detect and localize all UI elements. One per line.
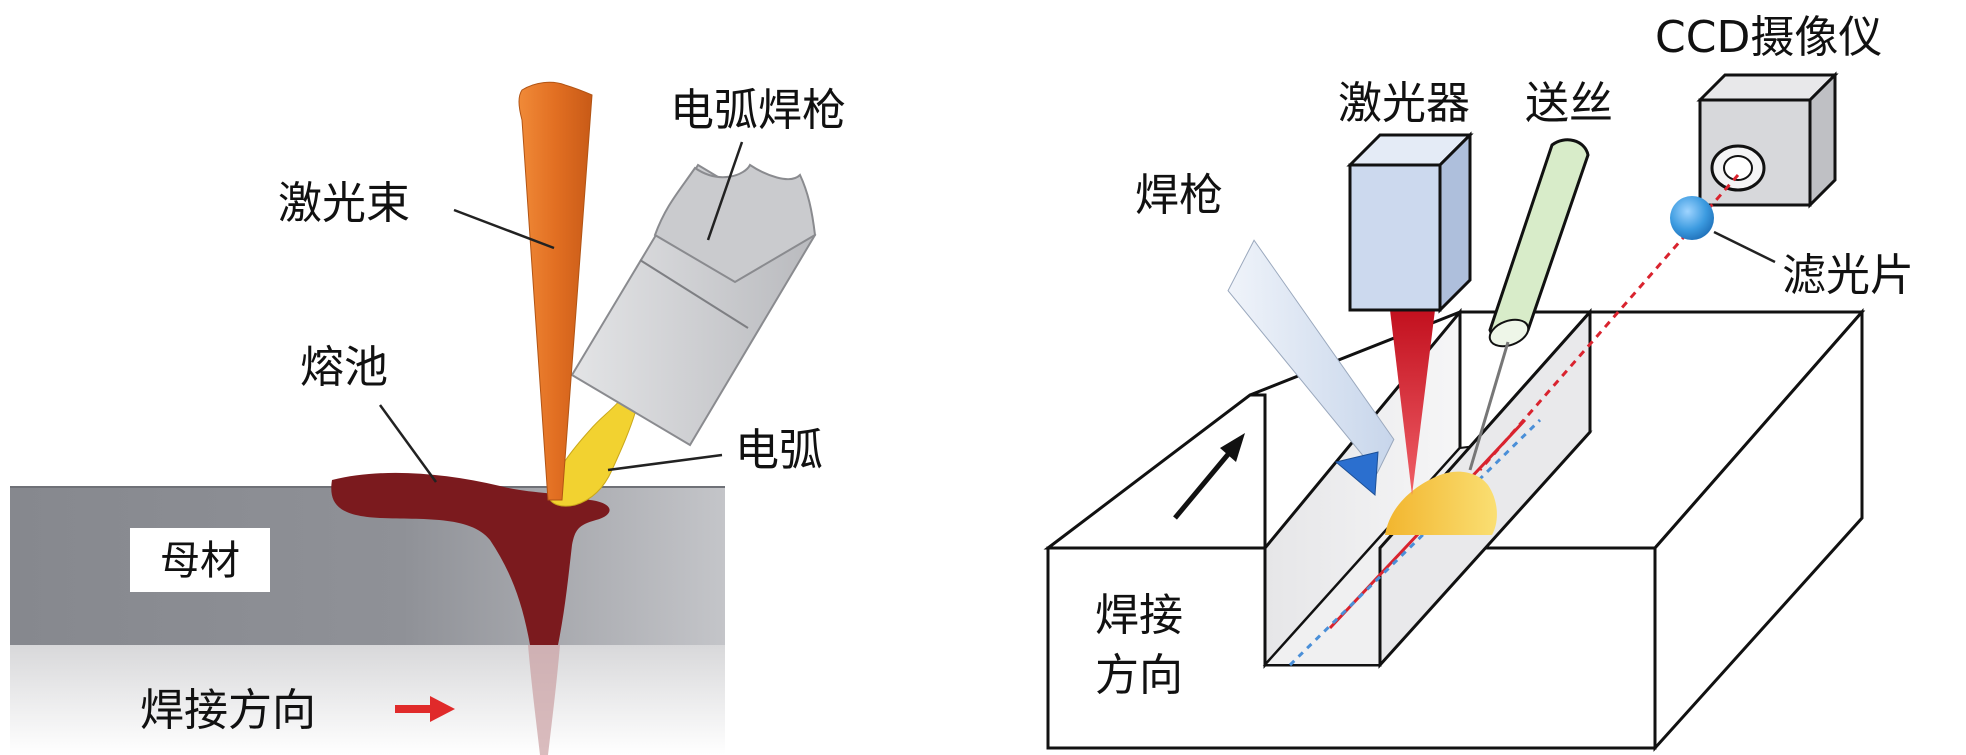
weld-direction-arrow	[395, 696, 455, 722]
ccd-camera-label: CCD摄像仪	[1655, 12, 1882, 63]
laser-beam	[518, 81, 593, 501]
molten-pool-label: 熔池	[300, 342, 388, 393]
laser-label: 激光器	[1338, 78, 1470, 129]
camera-seam-line	[1288, 418, 1542, 667]
plate-reflection	[10, 645, 725, 755]
wire-feed-label: 送丝	[1525, 78, 1613, 129]
molten-pool-leader	[378, 404, 438, 483]
arc-leader	[607, 453, 723, 472]
wire-feeder-tip	[1488, 318, 1530, 348]
arc-label: 电弧	[735, 425, 823, 476]
laser-head-front	[1348, 163, 1442, 312]
torch-label: 焊枪	[1135, 170, 1223, 221]
weld-direction-label-line2: 方向	[1095, 650, 1183, 701]
ccd-camera-side	[1808, 71, 1837, 209]
welding-torch	[1227, 239, 1395, 474]
base-metal-label-box	[130, 528, 270, 592]
arc-torch-leader	[706, 141, 744, 241]
right-panel: CCD摄像仪 激光器 送丝 焊枪 滤光片 焊接 方向	[1043, 12, 1914, 752]
filter-lens	[1670, 196, 1714, 240]
molten-pool-reflection	[528, 645, 560, 755]
left-panel: 母材 激光束 电弧焊枪 熔池 电弧 焊接方向	[10, 81, 846, 755]
laser-beam-leader	[453, 208, 555, 250]
arc-torch-label: 电弧焊枪	[670, 85, 846, 136]
base-metal-label: 母材	[160, 538, 240, 584]
travel-arrow-head	[1220, 433, 1245, 462]
weld-direction-label-line1: 焊接	[1095, 590, 1183, 641]
ccd-lens-inner	[1723, 155, 1753, 181]
laser-beam-label: 激光束	[278, 178, 410, 229]
filter-label: 滤光片	[1782, 250, 1914, 301]
laser-beam-red	[1390, 310, 1435, 495]
arc-torch-seam	[639, 259, 749, 329]
workpiece-left-top	[1043, 393, 1267, 550]
weld-direction-label: 焊接方向	[140, 685, 316, 736]
laser-head-side	[1438, 131, 1472, 314]
molten-pool	[331, 472, 610, 645]
workpiece-right-side	[1653, 308, 1864, 752]
molten-pool-right	[1385, 471, 1497, 535]
filter-leader	[1713, 230, 1776, 264]
travel-arrow-shaft	[1173, 450, 1232, 520]
welding-torch-tip	[1334, 451, 1379, 497]
arc-torch-top	[653, 163, 817, 284]
filler-wire	[1468, 341, 1510, 471]
arc	[547, 399, 637, 507]
